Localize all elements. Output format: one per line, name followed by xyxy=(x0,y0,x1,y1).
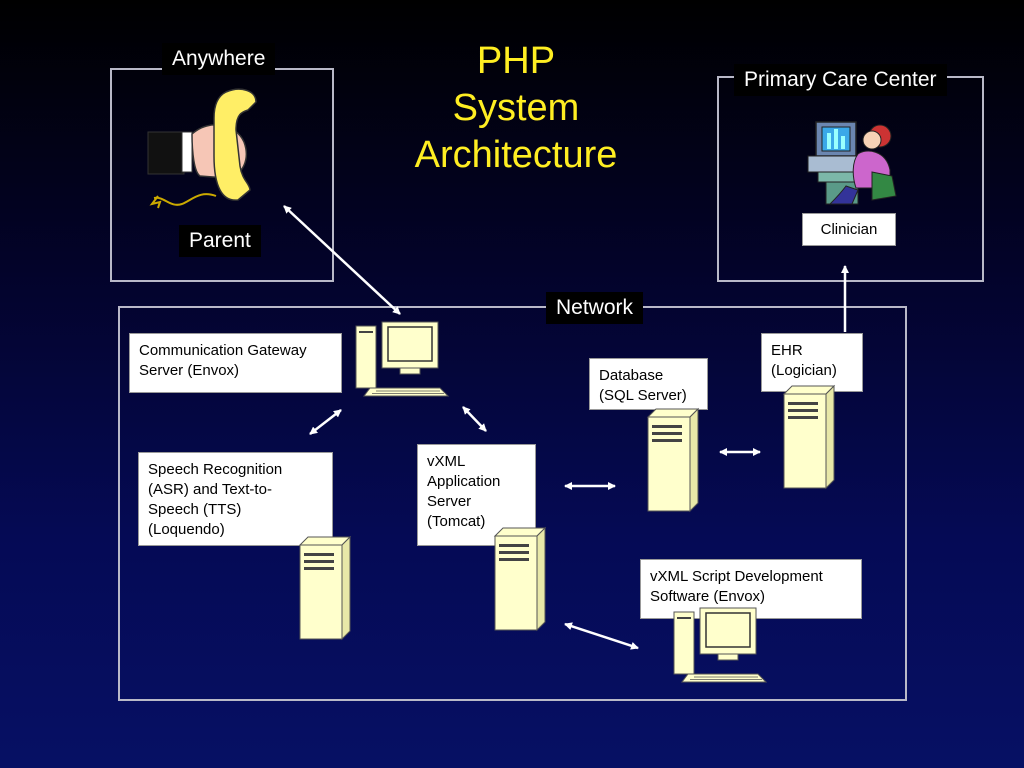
network-zone xyxy=(118,306,907,701)
vxml-line-4: (Tomcat) xyxy=(427,513,486,530)
speech-line-4: (Loquendo) xyxy=(148,521,225,538)
parent-label: Parent xyxy=(179,225,261,257)
ehr-line-2: (Logician) xyxy=(771,362,837,379)
gateway-server-box: Communication Gateway Server (Envox) xyxy=(129,333,342,393)
speech-line-3: Speech (TTS) xyxy=(148,501,242,518)
gateway-speech-arrow xyxy=(309,409,342,435)
speech-line-2: (ASR) and Text-to- xyxy=(148,481,272,498)
database-line-1: Database xyxy=(599,367,664,384)
phone-handset-icon xyxy=(147,88,257,209)
database-line-2: (SQL Server) xyxy=(599,387,687,404)
script-dev-line-2: Software (Envox) xyxy=(650,588,766,605)
database-box: Database (SQL Server) xyxy=(589,358,708,410)
vxml-server-icon xyxy=(494,527,546,631)
speech-line-1: Speech Recognition xyxy=(148,461,283,478)
speech-server-icon xyxy=(299,536,351,640)
vxml-line-1: vXML xyxy=(427,453,466,470)
gateway-desktop-icon xyxy=(355,321,449,397)
vxml-line-3: Server xyxy=(427,493,472,510)
title-line-3: Architecture xyxy=(414,134,618,176)
gateway-vxml-arrow xyxy=(462,406,487,432)
vxml-scriptdev-arrow xyxy=(564,622,639,650)
slide-title: PHP System Architecture xyxy=(396,38,636,179)
network-label: Network xyxy=(546,292,644,324)
database-server-icon xyxy=(647,408,699,512)
title-line-2: System xyxy=(452,87,580,129)
anywhere-label: Anywhere xyxy=(162,43,276,75)
clinician-label: Clinician xyxy=(802,213,896,246)
clinician-label-text: Clinician xyxy=(820,221,878,238)
ehr-line-1: EHR xyxy=(771,342,803,359)
title-line-1: PHP xyxy=(476,40,556,82)
scriptdev-desktop-icon xyxy=(673,607,767,683)
gateway-line-2: Server (Envox) xyxy=(139,362,240,379)
clinician-at-computer-icon xyxy=(807,121,897,205)
speech-server-box: Speech Recognition (ASR) and Text-to- Sp… xyxy=(138,452,333,546)
parent-gateway-arrow xyxy=(283,205,401,315)
ehr-box: EHR (Logician) xyxy=(761,333,863,392)
primary-care-label: Primary Care Center xyxy=(734,64,947,96)
script-dev-line-1: vXML Script Development xyxy=(650,568,823,585)
script-dev-box: vXML Script Development Software (Envox) xyxy=(640,559,862,619)
gateway-line-1: Communication Gateway xyxy=(139,342,307,359)
ehr-server-icon xyxy=(783,385,835,489)
vxml-line-2: Application xyxy=(427,473,501,490)
